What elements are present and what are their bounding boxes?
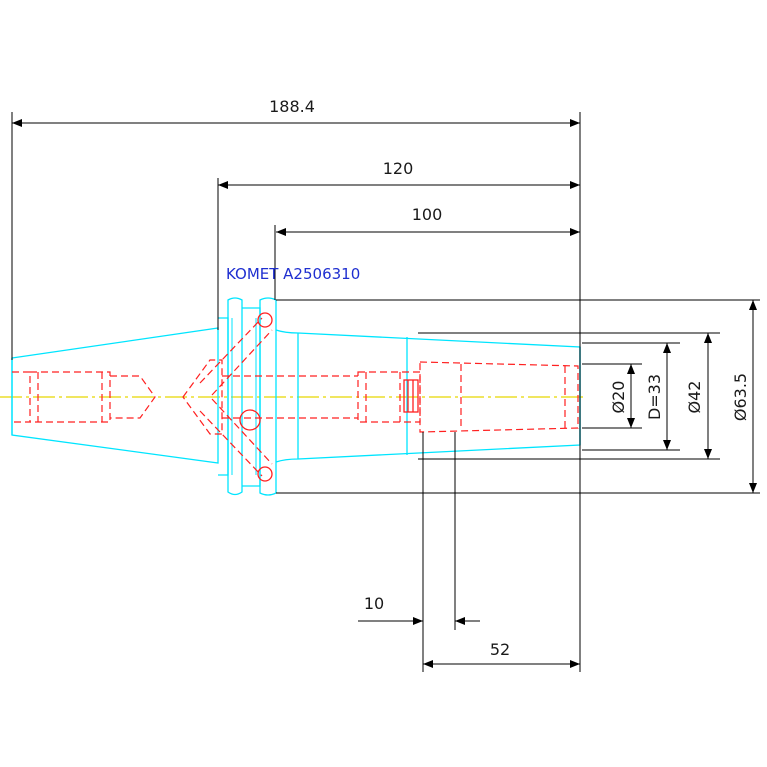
taper-shank bbox=[11, 327, 219, 464]
central-channel bbox=[222, 375, 358, 419]
dim-length-100: 100 bbox=[412, 205, 443, 224]
drill-point bbox=[110, 375, 156, 419]
dim-d-33: D=33 bbox=[645, 374, 664, 420]
dimension-lines bbox=[12, 119, 757, 668]
flange-collar bbox=[227, 297, 243, 496]
side-hole bbox=[239, 409, 261, 431]
hidden-features bbox=[12, 317, 579, 477]
product-label: KOMET A2506310 bbox=[226, 265, 360, 283]
dim-overall-length: 188.4 bbox=[269, 97, 315, 116]
holder-outline bbox=[11, 297, 581, 496]
dim-length-10: 10 bbox=[364, 594, 384, 613]
rear-bore bbox=[12, 371, 31, 423]
extension-lines bbox=[11, 112, 760, 672]
dim-dia-42: Ø42 bbox=[685, 381, 704, 414]
holder-body bbox=[275, 329, 581, 463]
cross-hole-upper bbox=[199, 317, 273, 396]
cone-bore bbox=[182, 359, 223, 435]
dim-length-52: 52 bbox=[490, 640, 510, 659]
key-hole-top bbox=[257, 312, 273, 328]
dim-dia-20: Ø20 bbox=[609, 381, 628, 414]
front-bore bbox=[419, 361, 579, 433]
red-details bbox=[239, 312, 419, 482]
dim-dia-63-5: Ø63.5 bbox=[731, 373, 750, 421]
set-screw bbox=[403, 379, 419, 413]
key-hole-bottom bbox=[257, 466, 273, 482]
dim-length-120: 120 bbox=[383, 159, 414, 178]
cross-hole-lower bbox=[199, 398, 273, 477]
